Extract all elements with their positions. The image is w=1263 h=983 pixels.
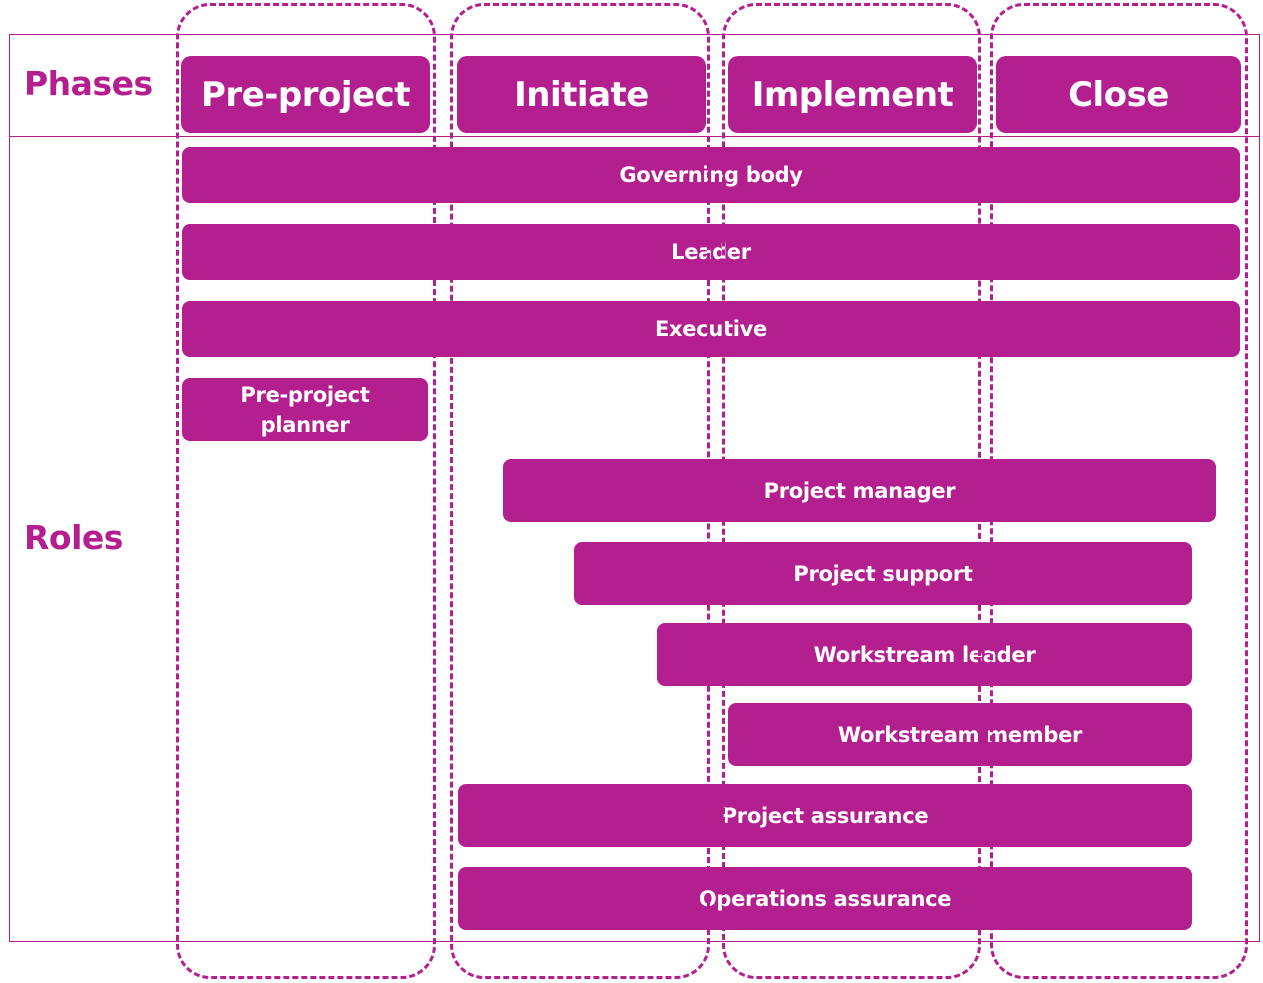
- role-leader: Leader: [182, 224, 1240, 280]
- phases-row-label: Phases: [24, 64, 153, 103]
- phase-lane-implement: [722, 3, 981, 979]
- phase-pre-project: Pre-project: [181, 56, 430, 133]
- role-operations-assurance: Operations assurance: [458, 867, 1192, 930]
- role-governing-body: Governing body: [182, 147, 1240, 203]
- role-workstream-leader: Workstream leader: [657, 623, 1192, 686]
- role-project-manager: Project manager: [503, 459, 1216, 522]
- phase-lane-close: [990, 3, 1248, 979]
- role-project-assurance: Project assurance: [458, 784, 1192, 847]
- phases-roles-divider: [9, 136, 1260, 137]
- phase-implement: Implement: [728, 56, 977, 133]
- phase-lane-pre-project: [176, 3, 436, 979]
- role-workstream-member: Workstream member: [728, 703, 1192, 766]
- role-pre-project-planner: Pre-project planner: [182, 378, 428, 441]
- role-project-support: Project support: [574, 542, 1192, 605]
- role-executive: Executive: [182, 301, 1240, 357]
- phase-close: Close: [996, 56, 1241, 133]
- diagram-frame: [9, 34, 1260, 942]
- phase-lane-initiate: [450, 3, 710, 979]
- roles-row-label: Roles: [24, 518, 123, 557]
- phase-initiate: Initiate: [457, 56, 706, 133]
